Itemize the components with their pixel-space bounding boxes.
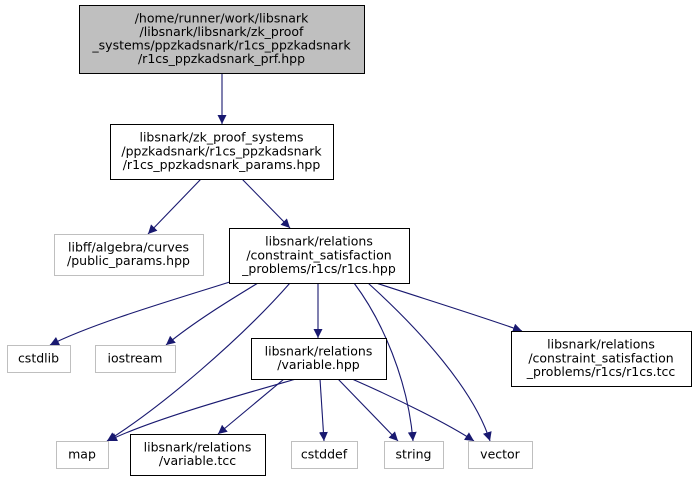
edge-r1cs-hpp-to-string <box>353 282 417 442</box>
node-variable-tcc-box <box>130 434 266 476</box>
node-cstdlib-label-line: cstdlib <box>18 350 59 365</box>
edge-variable-hpp-to-map <box>107 378 297 442</box>
edges-layer <box>49 73 523 442</box>
node-r1cs-ppzkadsnark-params-hpp-label-line: libsnark/zk_proof_systems <box>139 130 303 145</box>
node-map[interactable]: map <box>56 441 109 469</box>
node-r1cs-ppzkadsnark-prf-hpp-label-line: /r1cs_ppzkadsnark_prf.hpp <box>138 51 305 66</box>
node-cstddef-label-line: cstddef <box>301 446 348 461</box>
node-string-label-line: string <box>396 446 432 461</box>
node-r1cs-hpp-box <box>229 228 410 284</box>
node-public-params-hpp-label-line: /public_params.hpp <box>67 253 190 268</box>
node-iostream[interactable]: iostream <box>95 345 176 373</box>
node-r1cs-tcc[interactable]: libsnark/relations/constraint_satisfacti… <box>511 331 692 387</box>
node-public-params-hpp-label-line: libff/algebra/curves <box>68 240 189 255</box>
node-variable-hpp-label-line: /variable.hpp <box>277 357 359 372</box>
node-variable-tcc-label-line: libsnark/relations <box>144 440 252 455</box>
node-public-params-hpp-box <box>54 234 204 276</box>
node-r1cs-hpp[interactable]: libsnark/relations/constraint_satisfacti… <box>229 228 410 284</box>
node-public-params-hpp[interactable]: libff/algebra/curves/public_params.hpp <box>54 234 204 276</box>
node-r1cs-ppzkadsnark-prf-hpp-label-line: /home/runner/work/libsnark <box>135 10 309 25</box>
node-vector[interactable]: vector <box>468 441 533 469</box>
node-r1cs-tcc-box <box>511 331 692 387</box>
node-string[interactable]: string <box>384 441 444 469</box>
node-r1cs-hpp-label-line: /constraint_satisfaction <box>246 247 391 262</box>
edge-r1cs-hpp-to-map <box>106 282 291 442</box>
node-variable-tcc[interactable]: libsnark/relations/variable.tcc <box>130 434 266 476</box>
nodes-layer: /home/runner/work/libsnark/libsnark/libs… <box>7 5 692 476</box>
node-r1cs-ppzkadsnark-prf-hpp[interactable]: /home/runner/work/libsnark/libsnark/libs… <box>79 5 365 74</box>
node-cstdlib[interactable]: cstdlib <box>7 345 71 373</box>
node-variable-hpp[interactable]: libsnark/relations/variable.hpp <box>251 338 387 380</box>
node-variable-tcc-label-line: /variable.tcc <box>159 453 236 468</box>
edge-variable-hpp-to-variable-tcc <box>217 378 285 435</box>
edge-variable-hpp-to-vector <box>351 378 475 442</box>
node-r1cs-ppzkadsnark-params-hpp-label-line: /r1cs_ppzkadsnark_params.hpp <box>123 157 321 172</box>
node-cstddef[interactable]: cstddef <box>291 441 358 469</box>
node-r1cs-tcc-label-line: /constraint_satisfaction <box>528 350 673 365</box>
node-r1cs-ppzkadsnark-params-hpp[interactable]: libsnark/zk_proof_systems/ppzkadsnark/r1… <box>110 124 334 180</box>
node-r1cs-ppzkadsnark-prf-hpp-label-line: /libsnark/libsnark/zk_proof <box>140 24 304 39</box>
node-variable-hpp-label-line: libsnark/relations <box>265 344 373 359</box>
node-map-box <box>56 441 109 469</box>
node-r1cs-ppzkadsnark-prf-hpp-box <box>79 5 365 74</box>
node-map-label-line: map <box>68 446 96 461</box>
node-cstddef-box <box>291 441 358 469</box>
edge-r1cs-hpp-to-r1cs-tcc <box>375 282 523 333</box>
node-r1cs-hpp-label-line: libsnark/relations <box>265 234 373 249</box>
node-r1cs-tcc-label-line: libsnark/relations <box>547 337 655 352</box>
node-iostream-box <box>95 345 176 373</box>
node-vector-label-line: vector <box>480 446 521 461</box>
edge-r1cs-hpp-to-iostream <box>165 282 259 346</box>
edge-params-to-r1cs-hpp <box>241 178 291 229</box>
node-vector-box <box>468 441 533 469</box>
node-r1cs-ppzkadsnark-params-hpp-label-line: /ppzkadsnark/r1cs_ppzkadsnark <box>121 143 322 158</box>
edge-r1cs-hpp-to-cstdlib <box>49 279 237 346</box>
node-cstdlib-box <box>7 345 71 373</box>
node-r1cs-hpp-label-line: _problems/r1cs/r1cs.hpp <box>241 261 396 276</box>
edge-params-to-public-params <box>147 178 202 235</box>
edge-variable-hpp-to-cstddef <box>318 378 328 442</box>
edge-variable-hpp-to-string <box>337 378 399 442</box>
node-r1cs-tcc-label-line: _problems/r1cs/r1cs.tcc <box>526 364 676 379</box>
node-r1cs-ppzkadsnark-params-hpp-box <box>110 124 334 180</box>
node-variable-hpp-box <box>251 338 387 380</box>
edge-r1cs-hpp-to-vector <box>367 282 492 442</box>
node-r1cs-ppzkadsnark-prf-hpp-label-line: _systems/ppzkadsnark/r1cs_ppzkadsnark <box>91 38 351 53</box>
node-iostream-label-line: iostream <box>108 350 163 365</box>
node-string-box <box>384 441 444 469</box>
